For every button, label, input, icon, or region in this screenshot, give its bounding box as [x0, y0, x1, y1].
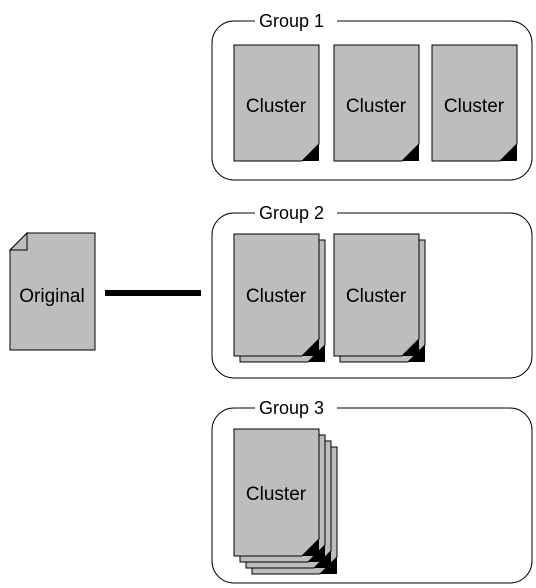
group-2-cluster-1: Cluster — [233, 233, 326, 363]
group-3-title: Group 3 — [259, 398, 324, 418]
cluster-label: Cluster — [246, 286, 307, 307]
group-3: Group 3 Cluster — [211, 397, 533, 584]
group-2-title: Group 2 — [259, 203, 324, 223]
group-2: Group 2 Cluster Cluster — [211, 202, 533, 379]
group-1: Group 1 Cluster Cluster Cluster — [211, 10, 533, 181]
group-1-cluster-1: Cluster — [233, 44, 320, 162]
group-1-cluster-3: Cluster — [431, 44, 518, 162]
group-2-cluster-2: Cluster — [333, 233, 426, 363]
group-1-box — [211, 20, 533, 181]
group-1-cluster-2: Cluster — [333, 44, 420, 162]
group-1-title: Group 1 — [259, 11, 324, 31]
cluster-label: Cluster — [246, 484, 307, 505]
original-document: Original — [8, 231, 96, 351]
group-3-box — [211, 407, 533, 584]
group-2-box — [211, 212, 533, 379]
cluster-label: Cluster — [346, 96, 407, 117]
cluster-label: Cluster — [246, 96, 307, 117]
cluster-label: Cluster — [346, 286, 407, 307]
cluster-label: Cluster — [444, 96, 505, 117]
group-3-cluster-1: Cluster — [233, 428, 338, 575]
original-label: Original — [19, 286, 84, 307]
